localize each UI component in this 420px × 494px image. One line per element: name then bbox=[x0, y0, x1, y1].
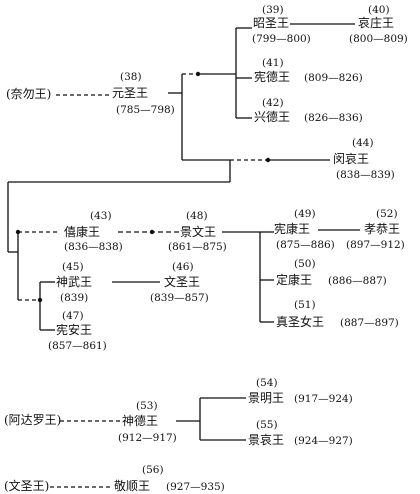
king-49-number: (49) bbox=[294, 208, 316, 220]
king-45-years: (839) bbox=[60, 292, 89, 304]
king-38-number: (38) bbox=[120, 71, 142, 83]
king-56-name: 敬顺王 bbox=[114, 479, 151, 493]
king-47-years: (857—861) bbox=[48, 340, 107, 352]
king-46-number: (46) bbox=[172, 261, 194, 273]
king-55-name: 景哀王 bbox=[248, 433, 285, 447]
king-49-name: 宪康王 bbox=[274, 222, 311, 236]
king-48-number: (48) bbox=[186, 210, 208, 222]
king-40-number: (40) bbox=[368, 4, 390, 16]
king-41-number: (41) bbox=[262, 57, 284, 69]
king-54-years: (917—924) bbox=[294, 393, 353, 405]
king-53-years: (912—917) bbox=[118, 432, 177, 444]
junction-dot bbox=[195, 71, 201, 77]
king-47-name: 宪安王 bbox=[56, 323, 93, 337]
king-44-number: (44) bbox=[352, 137, 374, 149]
king-56-years: (927—935) bbox=[166, 481, 225, 493]
king-52-name: 孝恭王 bbox=[364, 222, 401, 236]
king-39-years: (799—800) bbox=[252, 33, 311, 45]
king-52-number: (52) bbox=[376, 208, 398, 220]
ancestor-munseong: (文圣王) bbox=[4, 479, 50, 493]
king-42-number: (42) bbox=[262, 97, 284, 109]
king-38-years: (785—798) bbox=[116, 104, 175, 116]
king-51-name: 真圣女王 bbox=[276, 315, 325, 329]
king-43-name: 僖康王 bbox=[64, 225, 101, 239]
king-53-number: (53) bbox=[136, 400, 158, 412]
king-56-number: (56) bbox=[142, 464, 164, 476]
ancestor-naemul: (奈勿王) bbox=[6, 87, 52, 101]
junction-dot bbox=[149, 229, 155, 235]
king-51-years: (887—897) bbox=[340, 317, 399, 329]
king-44-years: (838—839) bbox=[336, 169, 395, 181]
king-52-years: (897—912) bbox=[346, 239, 405, 251]
king-50-years: (886—887) bbox=[328, 275, 387, 287]
king-53-name: 神德王 bbox=[122, 414, 159, 428]
king-41-years: (809—826) bbox=[304, 72, 363, 84]
king-55-number: (55) bbox=[256, 419, 278, 431]
king-49-years: (875—886) bbox=[276, 239, 335, 251]
king-42-name: 兴德王 bbox=[254, 110, 291, 124]
king-43-number: (43) bbox=[90, 210, 112, 222]
junction-dot bbox=[37, 297, 43, 303]
king-42-years: (826—836) bbox=[304, 112, 363, 124]
king-44-name: 闵哀王 bbox=[333, 152, 370, 166]
junction-dot bbox=[265, 157, 271, 163]
king-47-number: (47) bbox=[62, 310, 84, 322]
king-40-years: (800—809) bbox=[349, 33, 408, 45]
king-41-name: 宪德王 bbox=[254, 70, 291, 84]
king-54-name: 景明王 bbox=[248, 391, 285, 405]
king-43-years: (836—838) bbox=[64, 241, 123, 253]
king-51-number: (51) bbox=[294, 299, 316, 311]
king-48-years: (861—875) bbox=[168, 241, 227, 253]
ancestor-adalla: (阿达罗王) bbox=[4, 413, 62, 427]
king-46-name: 文圣王 bbox=[164, 275, 201, 289]
junction-dot bbox=[15, 229, 21, 235]
king-55-years: (924—927) bbox=[294, 435, 353, 447]
king-50-number: (50) bbox=[294, 258, 316, 270]
king-45-name: 神武王 bbox=[56, 275, 93, 289]
king-48-name: 景文王 bbox=[180, 225, 217, 239]
king-54-number: (54) bbox=[256, 377, 278, 389]
king-46-years: (839—857) bbox=[150, 292, 209, 304]
king-39-number: (39) bbox=[262, 4, 284, 16]
king-38-name: 元圣王 bbox=[112, 86, 149, 100]
king-40-name: 哀庄王 bbox=[358, 16, 395, 30]
king-50-name: 定康王 bbox=[276, 273, 313, 287]
king-45-number: (45) bbox=[62, 261, 84, 273]
king-39-name: 昭圣王 bbox=[253, 16, 290, 30]
